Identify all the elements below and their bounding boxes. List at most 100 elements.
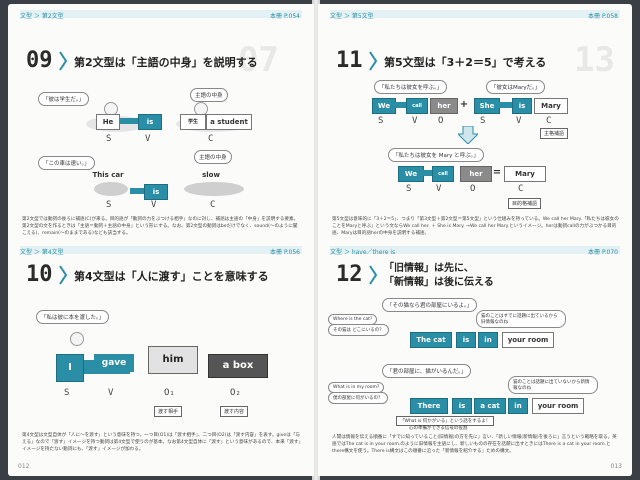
- equals-sign: =: [492, 167, 502, 178]
- label-c: C: [208, 134, 214, 144]
- word-box-student: a student: [206, 114, 252, 130]
- down-arrow-icon: [458, 126, 478, 144]
- left-page: 文型 ＞ 第2文型 本冊 P.054 07 09 第2文型は「主語の中身」を説明…: [8, 4, 314, 476]
- right-page: 文型 ＞ 第5文型 本冊 P.058 13 11 第5文型は「3＋2＝5」で考え…: [318, 4, 632, 476]
- ghost-number: 13: [574, 40, 615, 80]
- arrow-shape: [394, 102, 408, 108]
- section-bar: [20, 10, 302, 18]
- section-bar: [20, 246, 302, 254]
- word-box-her: her: [430, 98, 458, 114]
- label-v: V: [145, 134, 151, 144]
- word-box-he: He: [96, 114, 120, 130]
- label-v: V: [108, 388, 114, 398]
- section-title: 第2文型は「主語の中身」を説明する: [74, 56, 258, 69]
- section-title: 第5文型は「3＋2＝5」で考える: [384, 56, 547, 69]
- label-o: O: [438, 116, 444, 126]
- role-tag: 目的格補語: [508, 198, 542, 209]
- label-s: S: [106, 200, 112, 210]
- label-v: V: [412, 116, 418, 126]
- role-tag: 渡す相手: [154, 406, 183, 417]
- speech-bubble: 主語の中身: [190, 88, 228, 102]
- role-tag: 渡す内容: [220, 406, 249, 417]
- word-box-mary: Mary: [534, 98, 568, 114]
- label-s: S: [406, 184, 412, 194]
- page-reference: 本冊 P.054: [270, 13, 300, 20]
- speech-bubble: 「彼は学生だ。」: [38, 92, 90, 106]
- word-box-i: I: [56, 354, 84, 382]
- speech-bubble: 猫のことはすでに話題に出ているから旧情報なのね: [476, 310, 566, 328]
- arrow-shape: [130, 188, 152, 194]
- ghost-number: 07: [238, 40, 279, 80]
- speech-bubble: 「彼女はMaryだ。」: [486, 80, 546, 94]
- label-s: S: [106, 134, 112, 144]
- speech-bubble: 「私は彼に本を渡した。」: [36, 310, 110, 324]
- speech-bubble: 「私たちは彼女を呼ぶ。」: [374, 80, 448, 94]
- word-box-she: She: [474, 98, 500, 114]
- speech-bubble: 猫のことは話題に出ていないから新情報なのね: [508, 376, 598, 394]
- arrow-shape: [422, 170, 436, 176]
- body-text: 人間は情報を伝える順番に「すでに知っていること(旧情報)の方を先に」言い、「新し…: [332, 435, 617, 454]
- word-box-abox: a box: [208, 354, 268, 378]
- word-box-is: is: [512, 98, 532, 114]
- word-box-gave: gave: [94, 354, 134, 372]
- label-c: C: [210, 200, 216, 210]
- word-box-thecat: The cat: [410, 332, 452, 348]
- label-v: V: [151, 200, 157, 210]
- label-o2: O₂: [230, 388, 241, 398]
- breadcrumb: 文型 ＞ 第4文型: [20, 249, 64, 256]
- page-reference: 本冊 P.056: [270, 249, 300, 256]
- word-box-yourroom: your room: [532, 398, 584, 414]
- section-number: 10: [26, 262, 53, 287]
- word-box-yourroom: your room: [502, 332, 554, 348]
- role-tag: 主格補語: [540, 128, 569, 139]
- speech-bubble: 主語の中身: [194, 150, 232, 164]
- speech-bubble: 「この車は速い。」: [38, 156, 95, 170]
- section-number: 09: [26, 48, 53, 73]
- chevron-icon: [59, 265, 68, 285]
- breadcrumb: 文型 ＞ 第2文型: [20, 13, 64, 20]
- label-c: C: [518, 184, 524, 194]
- section-title-line1: 「旧情報」は先に、: [384, 263, 474, 274]
- section-bar: [330, 10, 620, 18]
- speech-bubble: 「その猫なら君の部屋にいるよ。」: [382, 298, 478, 312]
- word-box-her: her: [460, 166, 492, 182]
- word-box-is: is: [456, 332, 476, 348]
- page-reference: 本冊 P.058: [588, 13, 618, 20]
- word-box-we: We: [398, 166, 424, 182]
- word-box-thiscar: This car: [92, 171, 124, 179]
- label-o: O: [470, 184, 476, 194]
- word-box-we: We: [372, 98, 396, 114]
- label-c: C: [546, 116, 552, 126]
- page-number: 013: [610, 463, 622, 470]
- breadcrumb: 文型 ＞ 第5文型: [330, 13, 374, 20]
- label-s: S: [64, 388, 70, 398]
- label-v: V: [436, 184, 442, 194]
- note-tag: 「What is 何かがいる」という話をするよ！: [396, 416, 495, 426]
- figure-head: [70, 332, 84, 346]
- word-box-label: 学生: [180, 114, 206, 130]
- section-bar: [330, 246, 620, 254]
- speech-bubble: 「君の部屋に、猫がいるんだ。」: [382, 364, 472, 378]
- speech-bubble: 僕の部屋に何がいるの？: [328, 392, 388, 404]
- body-text: 第5文型は意味的に「3＋2＝5」、つまり「第3文型＋第2文型＝第5文型」という仕…: [332, 217, 619, 236]
- note-tag: 心の準備ができる信号の役割: [409, 426, 468, 431]
- chevron-icon: [369, 51, 378, 71]
- car-shape: [184, 182, 244, 196]
- car-shape: [94, 182, 128, 196]
- word-box-mary: Mary: [504, 166, 546, 182]
- body-text: 第2文型では動詞の後ろに補語(C)が来る。目的語が「動詞の力をぶつける相手」なの…: [22, 217, 299, 236]
- word-box-is: is: [138, 114, 162, 130]
- book-gutter: [312, 0, 320, 480]
- word-box-in: in: [508, 398, 528, 414]
- page-reference: 本冊 P.070: [588, 249, 618, 256]
- breadcrumb: 文型 ＞ have／there is: [330, 249, 396, 256]
- body-text: 第4文型は文型自体が「人に～を渡す」という意味を持つ。一つ目(O1)は「渡す相手…: [22, 433, 301, 452]
- word-box-call: call: [406, 98, 428, 114]
- section-title-line2: 「新情報」は後に伝える: [384, 277, 494, 288]
- word-box-slow: slow: [202, 171, 220, 179]
- label-s: S: [378, 116, 384, 126]
- word-box-is: is: [452, 398, 472, 414]
- word-box-is: is: [144, 184, 168, 200]
- label-s: S: [480, 116, 486, 126]
